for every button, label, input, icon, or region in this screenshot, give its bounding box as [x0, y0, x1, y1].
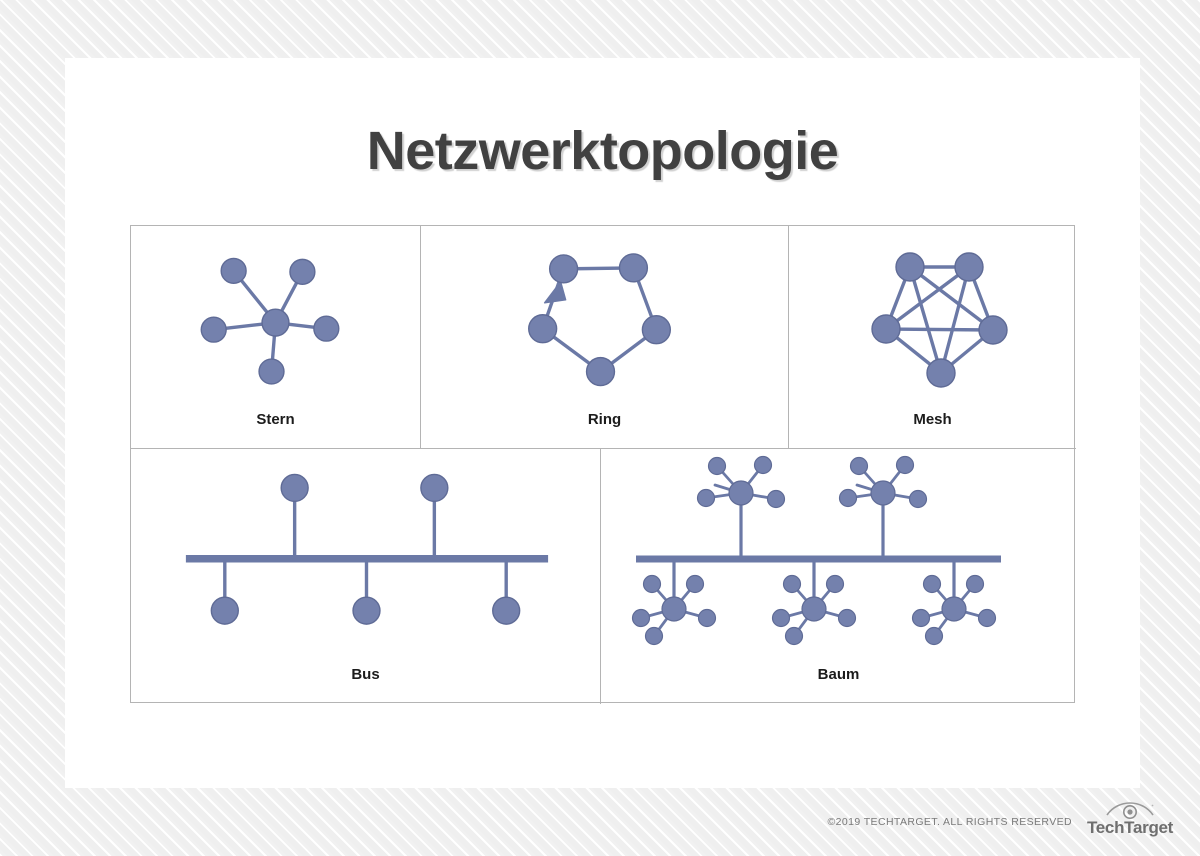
techtarget-wordmark: TechTarget: [1086, 818, 1174, 837]
mesh-nodes: [871, 252, 1008, 388]
panel-mesh[interactable]: Mesh: [789, 226, 1076, 449]
copyright-text: ©2019 TECHTARGET. ALL RIGHTS RESERVED: [827, 816, 1072, 828]
star-leaf-node: [258, 358, 285, 385]
tree-cluster-above: [696, 455, 928, 509]
panel-label-ring: Ring: [587, 411, 622, 428]
bus-node-below: [352, 596, 381, 625]
eye-target-icon: [1106, 802, 1154, 819]
star-leaf-node: [289, 258, 316, 285]
footer: ©2019 TECHTARGET. ALL RIGHTS RESERVED Te…: [0, 802, 1200, 846]
panel-label-bus: Bus: [351, 666, 380, 683]
star-leaf-node: [313, 315, 340, 342]
bus-node-above: [280, 473, 309, 503]
topology-grid: Stern: [130, 225, 1076, 704]
page-title: Netzwerktopologie: [366, 121, 839, 181]
mesh-node: [954, 252, 984, 282]
bus-node-above: [420, 473, 449, 503]
tree-stubs: [672, 505, 956, 597]
star-diagram: [200, 257, 340, 385]
ring-nodes: [528, 253, 672, 387]
panel-star[interactable]: Stern: [131, 226, 421, 449]
bus-nodes: [210, 473, 521, 625]
mesh-diagram: [871, 252, 1008, 388]
bus-node-below: [210, 596, 239, 625]
star-nodes: [200, 257, 340, 385]
bus-stubs: [223, 494, 508, 604]
ring-node: [548, 254, 579, 284]
tree-diagram: [631, 455, 1001, 646]
mesh-node: [895, 252, 925, 282]
ring-node: [618, 253, 649, 283]
bus-diagram: [185, 473, 549, 625]
mesh-node: [978, 315, 1008, 345]
panel-ring[interactable]: Ring: [421, 226, 789, 449]
ring-diagram: [528, 253, 672, 387]
ring-node: [641, 315, 672, 345]
star-hub-node: [261, 308, 290, 337]
techtarget-logo[interactable]: TechTarget: [1078, 800, 1182, 844]
content-card: Netzwerktopologie: [65, 58, 1140, 788]
ring-node: [585, 356, 616, 387]
mesh-edges: [884, 265, 995, 375]
mesh-node: [871, 314, 901, 344]
panel-bus[interactable]: Bus: [131, 449, 601, 704]
bus-node-below: [492, 596, 521, 625]
panel-label-mesh: Mesh: [913, 411, 952, 428]
ring-direction-arrow-icon: [543, 281, 567, 304]
panel-label-tree: Baum: [817, 666, 860, 683]
mesh-node: [926, 358, 956, 388]
ring-node: [528, 314, 558, 344]
panel-tree[interactable]: Baum: [601, 449, 1076, 704]
panel-label-star: Stern: [256, 411, 295, 428]
star-leaf-node: [220, 257, 247, 284]
star-leaf-node: [200, 316, 227, 343]
